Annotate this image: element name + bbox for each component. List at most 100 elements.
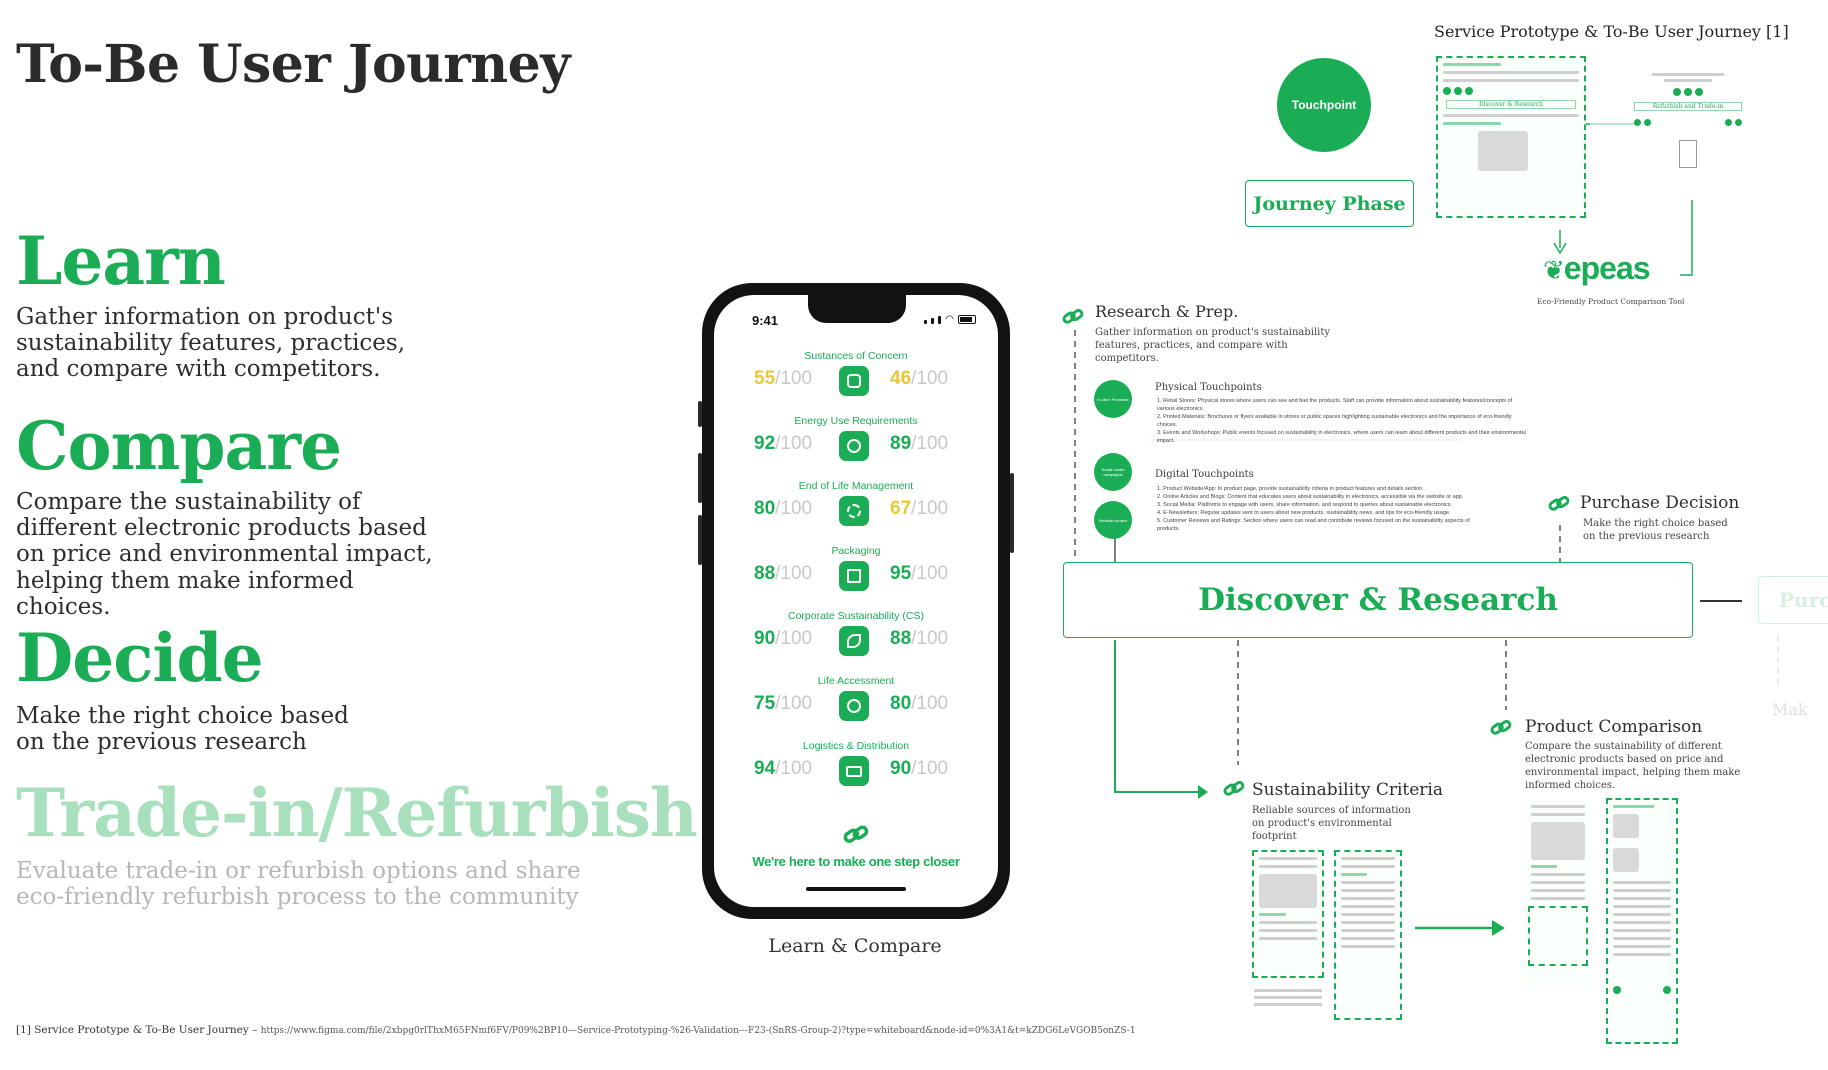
metric-label: Logistics & Distribution [802,740,910,752]
phone-volume-up [698,453,702,503]
score-right: 89/100 [890,433,948,455]
score-value: 67 [890,498,912,519]
score-value: 55 [754,368,776,389]
sustainability-criteria-title: Sustainability Criteria [1252,780,1444,800]
brand-tagline: Eco-Friendly Product Comparison Tool [1537,297,1685,306]
list-item: 1. Product Website/App: In product page,… [1157,486,1424,492]
wifi-icon: ◠ [945,314,954,325]
research-desc: Gather information on product's sustaina… [1095,327,1331,364]
footnote-url[interactable]: https://www.figma.com/file/2xbpg0rlThxM6… [260,1026,1136,1036]
signal-icon-bar [931,318,935,324]
score-left: 92/100 [754,433,812,455]
score-value: 90 [754,628,776,649]
score-value: 88 [754,563,776,584]
metric-row[interactable]: End of Life Management 80/100 67/100 [714,480,998,546]
score-left: 90/100 [754,628,812,650]
purchase-decision-title: Purchase Decision [1580,493,1740,513]
phase-heading-compare: Compare [16,407,342,485]
score-left: 94/100 [754,758,812,780]
signal-icon-bar [938,316,942,324]
phone-power-button [1010,473,1014,553]
link-logo-icon [843,825,869,843]
signal-icon [924,320,928,324]
score-value: 95 [890,563,912,584]
score-left: 80/100 [754,498,812,520]
metric-label: Corporate Sustainability (CS) [788,610,924,622]
score-right: 95/100 [890,563,948,585]
score-right: 80/100 [890,693,948,715]
purchase-decision-desc: Make the right choice based on the previ… [1583,518,1728,542]
screen-thumbnail[interactable] [1252,850,1324,978]
home-indicator [806,887,906,891]
phase-box-discover-research[interactable]: Discover & Research [1063,562,1693,638]
list-item: 2. Printed Materials: Brochures or flyer… [1157,413,1512,428]
sustainability-criteria-desc: Reliable sources of information on produ… [1252,805,1411,842]
thumb-phase-label: Discover & Research [1446,100,1576,109]
score-right: 46/100 [890,368,948,390]
score-denominator: /100 [775,368,813,389]
metric-label: End of Life Management [798,480,914,492]
metric-row[interactable]: Sustances of Concern 55/100 46/100 [714,350,998,416]
phase-desc-trade-in: Evaluate trade-in or refurbish options a… [16,858,581,911]
footnote-label: [1] Service Prototype & To-Be User Journ… [16,1024,258,1036]
arrow-head [1492,920,1505,936]
phone-volume-down [698,515,702,565]
touchpoint-circle-in-store[interactable]: In-store Purchase [1094,380,1132,418]
score-value: 75 [754,693,776,714]
metric-row[interactable]: Corporate Sustainability (CS) 90/100 88/… [714,610,998,676]
battery-icon [958,315,976,324]
lifecycle-icon [839,691,869,721]
list-item: 4. E-Newsletters: Regular updates sent t… [1157,509,1451,516]
phone-tagline: We're here to make one step closer [752,854,960,869]
score-right: 88/100 [890,628,948,650]
package-icon [839,561,869,591]
next-step-partial: Mak [1772,700,1808,719]
link-icon [1062,308,1084,324]
metric-row[interactable]: Life Accessment 75/100 80/100 [714,675,998,741]
score-denominator: /100 [775,758,813,779]
score-value: 80 [754,498,776,519]
product-comparison-title: Product Comparison [1525,717,1703,737]
list-item: 3. Events and Workshops: Public events f… [1157,429,1526,444]
score-value: 92 [754,433,776,454]
metric-label: Life Accessment [817,675,895,687]
phone-caption: Learn & Compare [768,935,942,957]
score-denominator: /100 [911,628,949,649]
metric-row[interactable]: Energy Use Requirements 92/100 89/100 [714,415,998,481]
truck-icon [839,756,869,786]
screen-thumbnail[interactable] [1606,798,1678,1044]
score-denominator: /100 [911,368,949,389]
product-comparison-desc: Compare the sustainability of different … [1525,741,1741,791]
leaf-icon [839,626,869,656]
phase-desc-decide: Make the right choice based on the previ… [16,703,349,756]
prototype-thumbnail-refurbish[interactable]: Refurbish and Trade-in [1628,70,1748,220]
list-item: 1. Retail Stores: Physical stores where … [1157,398,1513,412]
metric-row[interactable]: Logistics & Distribution 94/100 90/100 [714,740,998,806]
score-value: 46 [890,368,912,389]
arrow-head [1553,242,1567,255]
screen-thumbnail[interactable] [1334,850,1402,1020]
score-denominator: /100 [775,693,813,714]
prototype-thumbnail-discover[interactable]: Discover & Research [1436,56,1586,218]
score-denominator: /100 [911,758,949,779]
research-title: Research & Prep. [1095,302,1239,321]
score-denominator: /100 [775,498,813,519]
arrow-head [1198,785,1208,799]
phase-desc-compare: Compare the sustainability of different … [16,489,433,620]
leaf-logo-icon: ❦ [1543,255,1565,285]
touchpoint-circle-website[interactable]: Website content [1094,501,1132,539]
metric-row[interactable]: Packaging 88/100 95/100 [714,545,998,611]
score-left: 55/100 [754,368,812,390]
diagram-connectors [1074,123,1779,936]
phase-heading-trade-in: Trade-in/Refurbish [16,774,698,852]
touchpoint-circle-social[interactable]: Social media campaigns [1094,453,1132,491]
score-value: 90 [890,758,912,779]
digital-touchpoints-title: Digital Touchpoints [1155,469,1254,480]
screen-thumbnail[interactable] [1526,800,1590,990]
score-value: 80 [890,693,912,714]
link-icon [1490,719,1512,735]
score-denominator: /100 [911,498,949,519]
score-denominator: /100 [911,693,949,714]
journey-phase-legend: Journey Phase [1245,180,1414,227]
screen-thumbnail[interactable] [1252,985,1324,1035]
